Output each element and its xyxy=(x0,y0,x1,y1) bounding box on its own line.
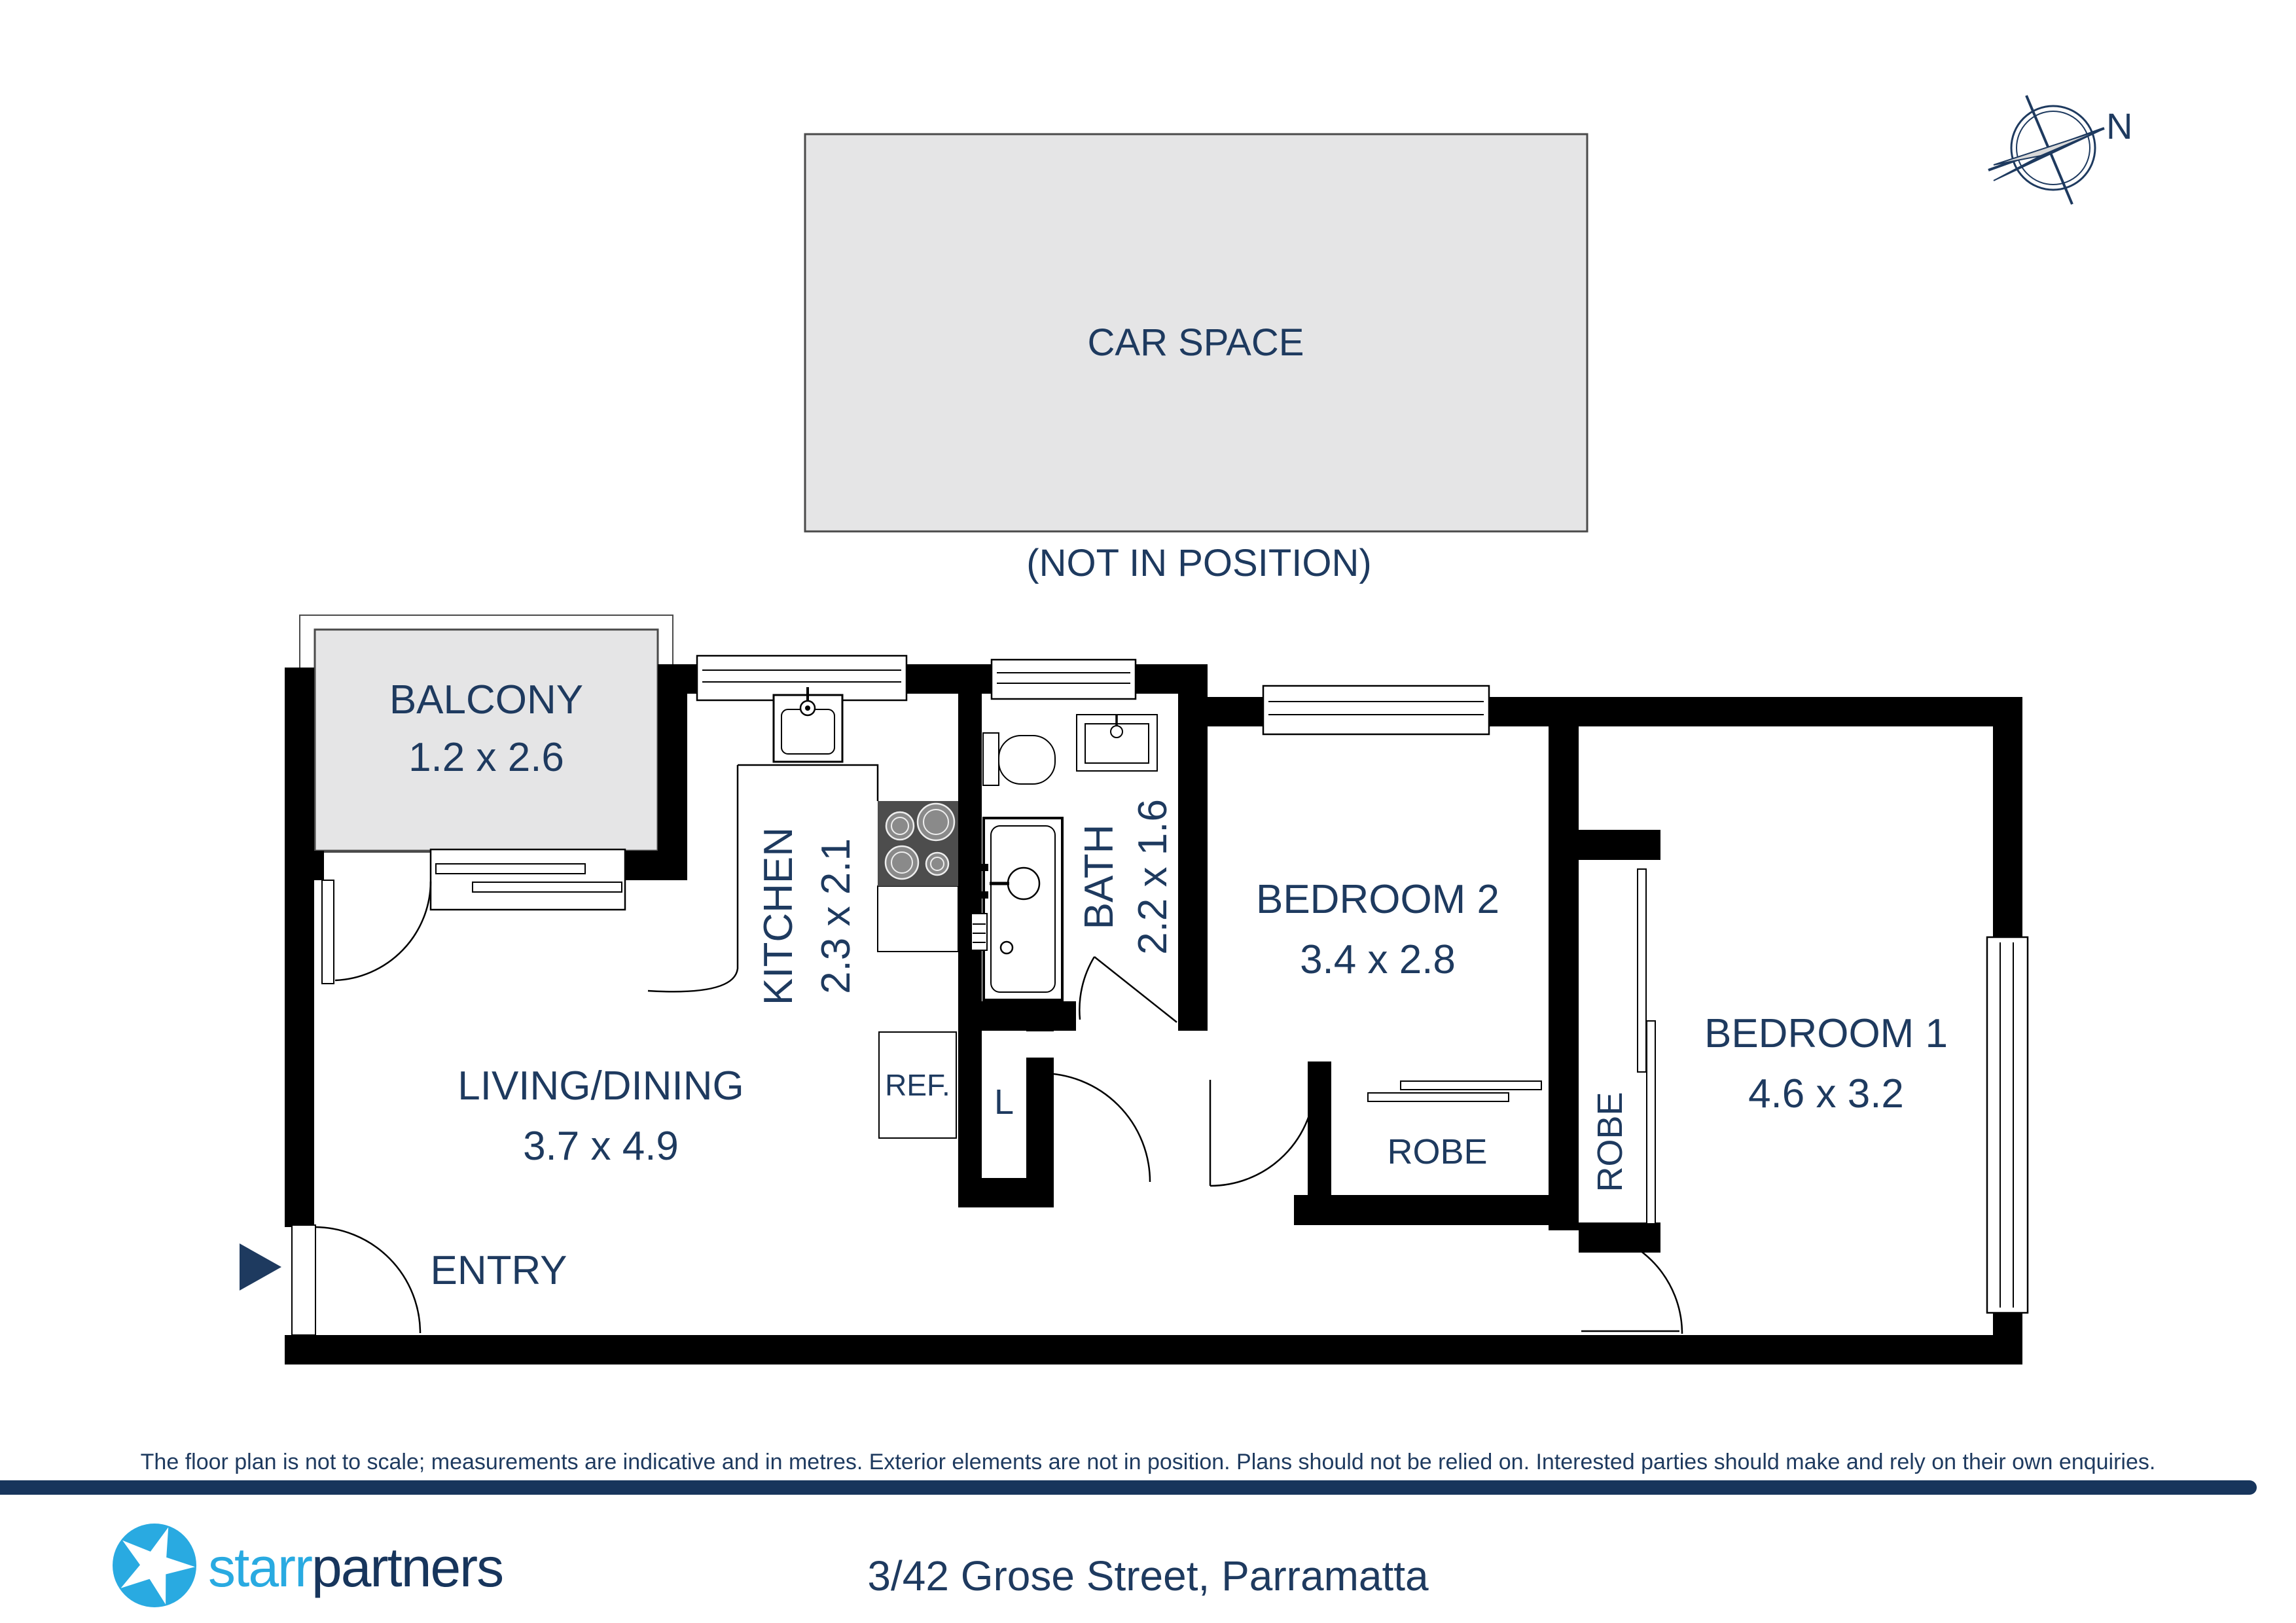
brand-first: starr xyxy=(208,1537,312,1598)
bedroom2-label: BEDROOM 2 xyxy=(1256,877,1499,922)
bedroom1-window-icon xyxy=(1986,936,2029,1314)
footer-address: 3/42 Grose Street, Parramatta xyxy=(867,1552,1429,1599)
bedroom2-robe-label: ROBE xyxy=(1387,1132,1487,1171)
bedroom1-robe-slider-icon xyxy=(1637,868,1647,1073)
footer-divider xyxy=(0,1480,2257,1495)
linen-label: L xyxy=(994,1082,1014,1122)
brand-wordmark: starrpartners xyxy=(208,1537,503,1598)
kitchen-fixtures xyxy=(647,687,959,1139)
bedroom2-window-icon xyxy=(1262,685,1490,736)
doors xyxy=(291,880,1683,1336)
bath-dims: 2.2 x 1.6 xyxy=(1130,799,1175,955)
bedroom1-door-icon xyxy=(1578,1229,1683,1334)
robe-sliders xyxy=(1367,868,1656,1224)
bath-door-icon xyxy=(1079,956,1177,1023)
car-space-label: CAR SPACE xyxy=(1088,321,1304,364)
fridge-box xyxy=(878,1031,957,1139)
footer: starrpartners 3/42 Grose Street, Parrama… xyxy=(0,1480,2257,1607)
kitchen-window-icon xyxy=(696,654,908,702)
kitchen-dims: 2.3 x 2.1 xyxy=(814,838,859,994)
living-dining-label: LIVING/DINING xyxy=(457,1063,744,1109)
car-space-box xyxy=(804,133,1588,533)
walls xyxy=(285,664,2022,1364)
entry-arrow-icon xyxy=(240,1243,281,1291)
vanity-sink-icon xyxy=(1076,714,1158,772)
windows xyxy=(429,654,2029,1314)
toilet-icon xyxy=(982,732,1056,786)
linen-door-icon xyxy=(1041,1072,1151,1183)
balcony-label: BALCONY xyxy=(389,677,583,722)
bedroom1-robe-label: ROBE xyxy=(1590,1092,1630,1192)
balcony-floor xyxy=(314,628,659,852)
entry-label: ENTRY xyxy=(430,1248,567,1293)
disclaimer-text: The floor plan is not to scale; measurem… xyxy=(141,1450,2156,1474)
kitchen-sink-icon xyxy=(772,687,844,763)
bedroom2-door-icon xyxy=(1209,1080,1316,1187)
cooktop-icon xyxy=(878,801,958,886)
compass-icon: N xyxy=(1988,95,2132,205)
balcony-door-icon xyxy=(321,880,432,984)
bathtub-icon xyxy=(970,817,1064,1001)
kitchen-counter xyxy=(738,764,879,801)
bath-window-icon xyxy=(990,658,1137,700)
bedroom1-dims: 4.6 x 3.2 xyxy=(1748,1071,1904,1116)
bedroom2-robe-slider-icon xyxy=(1400,1080,1542,1090)
bath-fixtures xyxy=(970,714,1158,1001)
balcony-dims: 1.2 x 2.6 xyxy=(408,735,564,780)
brand-second: partners xyxy=(312,1537,503,1598)
living-dining-dims: 3.7 x 4.9 xyxy=(523,1124,679,1169)
fridge-label: REF. xyxy=(885,1068,950,1102)
balcony-sliding-door-icon xyxy=(429,848,626,911)
car-space-note: (NOT IN POSITION) xyxy=(1026,542,1371,584)
balcony xyxy=(299,615,673,853)
brand-logo-icon xyxy=(113,1524,196,1607)
entry-door-icon xyxy=(291,1224,422,1336)
compass-label: N xyxy=(2106,105,2132,147)
bedroom2-dims: 3.4 x 2.8 xyxy=(1300,937,1456,982)
bedroom1-label: BEDROOM 1 xyxy=(1704,1011,1948,1056)
room-labels: BALCONY 1.2 x 2.6 LIVING/DINING 3.7 x 4.… xyxy=(389,677,1948,1293)
car-space: CAR SPACE (NOT IN POSITION) xyxy=(804,133,1588,584)
bath-label: BATH xyxy=(1077,825,1122,930)
kitchen-label: KITCHEN xyxy=(756,827,801,1005)
